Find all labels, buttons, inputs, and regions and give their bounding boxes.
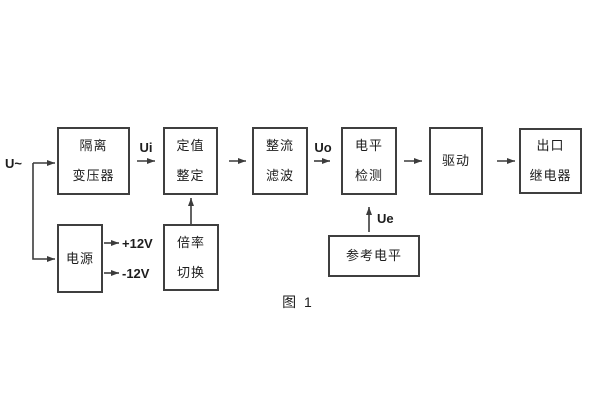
signal-ui-label: Ui: [139, 140, 153, 155]
block-setpoint-setting: 定值 整定: [163, 127, 218, 195]
plus-12v-label: +12V: [122, 236, 153, 251]
signal-ue-label: Ue: [377, 211, 394, 226]
arrow-input-to-power-supply: [32, 163, 55, 262]
signal-uo-label: Uo: [314, 140, 332, 155]
block-rectifier-filter: 整流 滤波: [252, 127, 308, 195]
block-drive: 驱动: [429, 127, 483, 195]
block-output-relay: 出口 继电器: [519, 128, 582, 194]
input-voltage-label: U~: [5, 156, 22, 171]
block-level-detection: 电平 检测: [341, 127, 397, 195]
block-ratio-switch: 倍率 切换: [163, 224, 219, 291]
minus-12v-label: -12V: [122, 266, 150, 281]
block-isolation-transformer: 隔离 变压器: [57, 127, 130, 195]
block-power-supply: 电源: [57, 224, 103, 293]
block-reference-level: 参考电平: [328, 235, 420, 277]
figure-caption: 图 1: [282, 294, 314, 310]
